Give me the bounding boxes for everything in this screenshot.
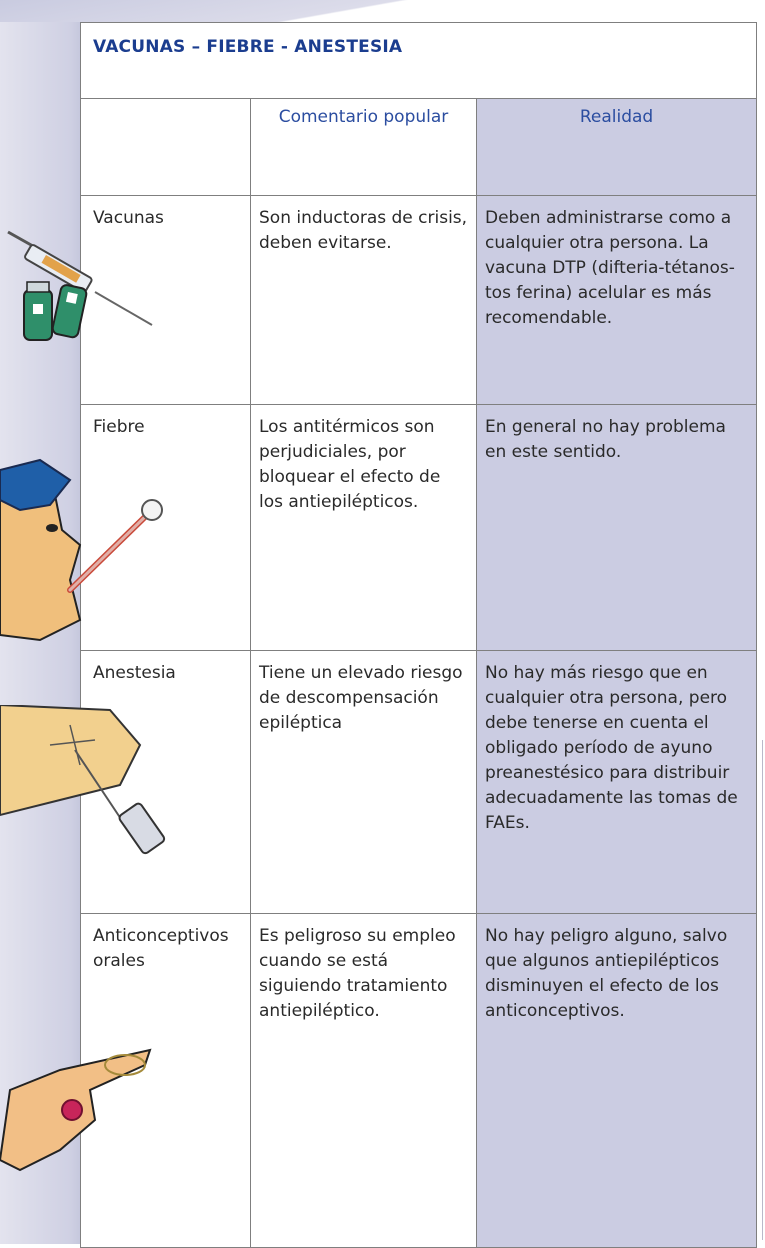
reality-cell: En general no hay problema en este senti… [475,404,758,651]
injection-illustration [0,705,166,855]
arm-icon [0,705,142,817]
popular-cell: Es peligroso su empleo cuando se está si… [250,913,477,1248]
thermometer-icon [67,499,163,593]
top-margin-band [0,0,765,22]
popular-cell: Los antitérmicos son perjudiciales, por … [250,404,477,651]
table-title: VACUNAS – FIEBRE - ANESTESIA [79,22,758,99]
popular-cell: Son inductoras de crisis, deben evitarse… [250,195,477,405]
reality-cell: Deben administrarse como a cualquier otr… [475,195,758,405]
reality-cell: No hay más riesgo que en cualquier otra … [475,650,758,914]
syringe-icon [7,230,153,326]
pill-icon [61,1099,83,1121]
vials-icon [23,281,88,341]
table-row: Anestesia Tiene un elevado riesgo de des… [80,650,758,914]
needle-icon [74,749,166,855]
table-row: Anticonceptivos orales Es peligroso su e… [80,913,758,1248]
popular-cell: Tiene un elevado riesgo de descompensaci… [250,650,477,914]
child-thermometer-illustration [0,458,163,642]
right-edge-rule [762,740,763,1240]
header-reality: Realidad [475,98,758,196]
topic-cell: Fiebre [80,404,251,651]
child-face-icon [0,458,82,642]
header-topic [80,98,251,196]
info-table: VACUNAS – FIEBRE - ANESTESIA Comentario … [79,22,758,1248]
header-popular-comment: Comentario popular [250,98,477,196]
header-row: Comentario popular Realidad [80,98,758,196]
table-row: Vacunas Son inductoras de crisis, deben … [80,195,758,405]
table-row: Fiebre Los antitérmicos son perjudiciale… [80,404,758,651]
syringe-vials-illustration [7,230,153,341]
hand-pill-illustration [0,1048,152,1172]
reality-cell: No hay peligro alguno, salvo que algunos… [475,913,758,1248]
title-row: VACUNAS – FIEBRE - ANESTESIA [79,22,758,99]
